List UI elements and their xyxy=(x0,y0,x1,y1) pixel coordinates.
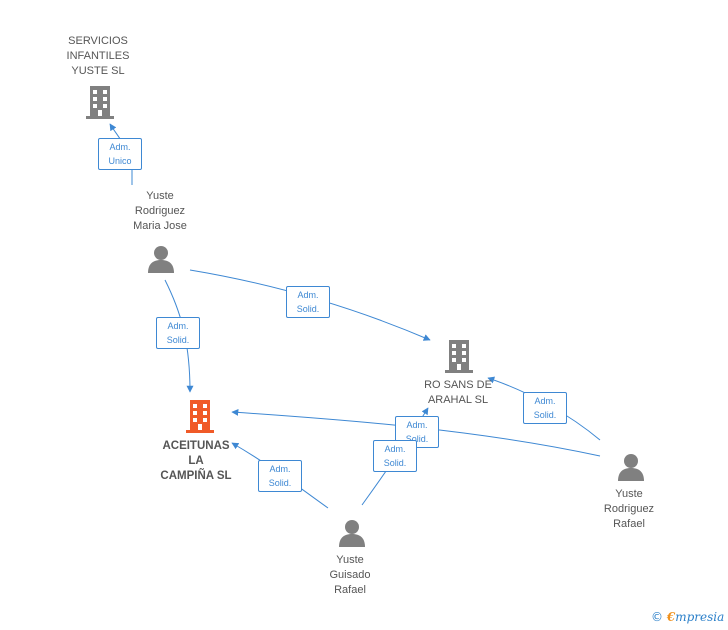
label-line: ACEITUNAS xyxy=(162,440,230,452)
edge-badge[interactable]: Adm. Unico xyxy=(98,138,142,170)
label-line: Guisado xyxy=(329,569,371,581)
brand-name: mpresia xyxy=(675,610,725,624)
label-line: Yuste xyxy=(336,554,364,566)
node-label-maria-jose: Yuste Rodriguez Maria Jose xyxy=(110,189,210,234)
building-icon[interactable] xyxy=(443,338,475,374)
label-line: Rafael xyxy=(613,518,645,530)
label-line: Rodriguez xyxy=(134,205,186,217)
badge-line: Adm. xyxy=(384,444,406,454)
badge-line: Adm. xyxy=(406,420,428,430)
brand-logo: © €mpresia xyxy=(651,610,724,624)
label-line: Yuste xyxy=(146,190,174,202)
badge-line: Solid. xyxy=(405,434,429,444)
building-icon[interactable] xyxy=(184,398,216,434)
badge-line: Solid. xyxy=(296,304,320,314)
label-line: SERVICIOS xyxy=(68,35,128,47)
badge-line: Solid. xyxy=(268,478,292,488)
badge-line: Solid. xyxy=(533,410,557,420)
node-label-rodriguez-rafael: Yuste Rodriguez Rafael xyxy=(579,487,679,532)
badge-line: Adm. xyxy=(534,396,556,406)
node-label-aceitunas: ACEITUNAS LA CAMPIÑA SL xyxy=(146,439,246,484)
badge-line: Adm. xyxy=(297,290,319,300)
node-label-rosans: RO SANS DE ARAHAL SL xyxy=(408,378,508,408)
node-label-servicios: SERVICIOS INFANTILES YUSTE SL xyxy=(48,34,148,79)
edge-badge[interactable]: Adm. Solid. xyxy=(156,317,200,349)
badge-line: Solid. xyxy=(383,458,407,468)
badge-line: Solid. xyxy=(166,335,190,345)
label-line: ARAHAL SL xyxy=(427,394,489,406)
edge-badge[interactable]: Adm. Solid. xyxy=(373,440,417,472)
building-icon[interactable] xyxy=(84,84,116,120)
person-icon[interactable] xyxy=(337,518,367,548)
edge-badge[interactable]: Adm. Solid. xyxy=(258,460,302,492)
label-line: LA xyxy=(188,455,204,467)
label-line: RO SANS DE xyxy=(424,379,492,391)
label-line: Rodriguez xyxy=(603,503,655,515)
badge-line: Unico xyxy=(108,156,132,166)
edge-badge[interactable]: Adm. Solid. xyxy=(286,286,330,318)
label-line: Maria Jose xyxy=(133,220,187,232)
label-line: CAMPIÑA SL xyxy=(160,470,232,482)
label-line: Rafael xyxy=(334,584,366,596)
brand-e-letter: € xyxy=(666,610,676,624)
edge-badge[interactable]: Adm. Solid. xyxy=(523,392,567,424)
person-icon[interactable] xyxy=(616,452,646,482)
node-label-guisado: Yuste Guisado Rafael xyxy=(300,553,400,598)
label-line: YUSTE SL xyxy=(71,65,125,77)
person-icon[interactable] xyxy=(146,244,176,274)
badge-line: Adm. xyxy=(269,464,291,474)
label-line: INFANTILES xyxy=(66,50,130,62)
badge-line: Adm. xyxy=(167,321,189,331)
badge-line: Adm. xyxy=(109,142,131,152)
label-line: Yuste xyxy=(615,488,643,500)
copyright-icon: © xyxy=(651,610,663,624)
